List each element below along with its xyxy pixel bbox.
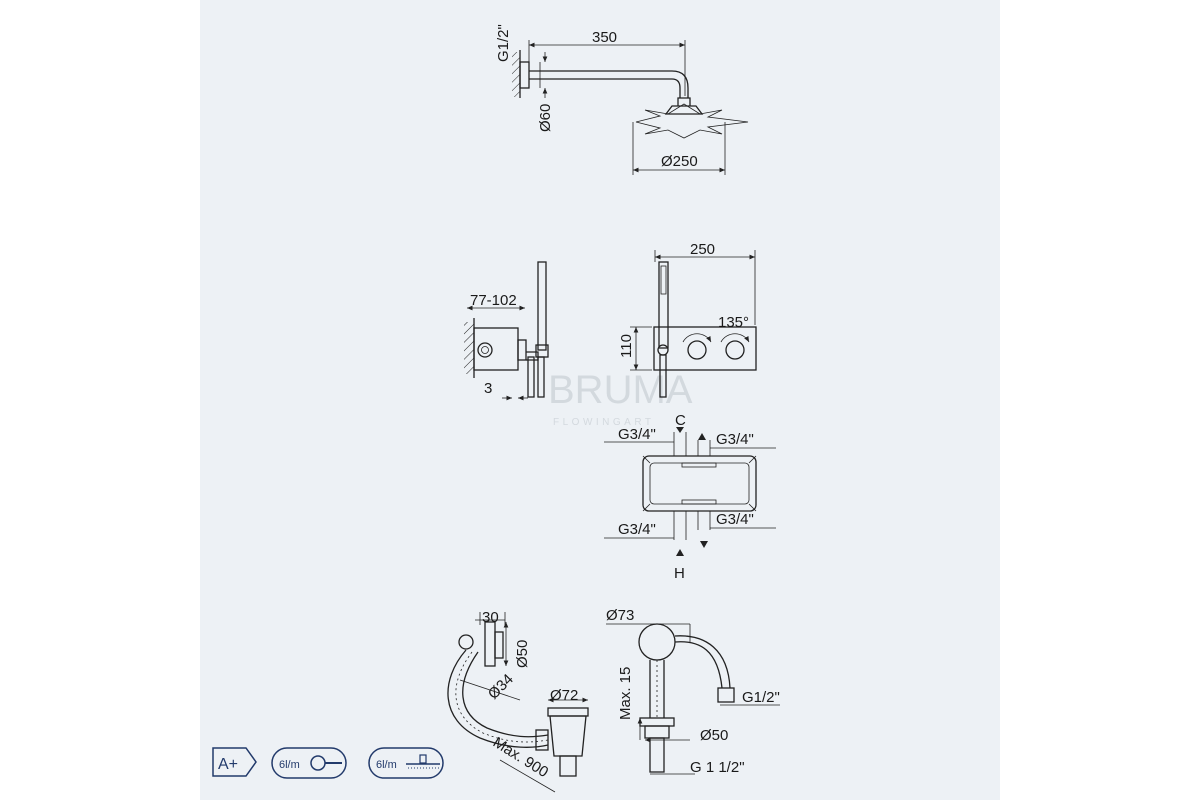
hand-shower-side-drawing [464,261,549,401]
hand-shower-front-drawing [630,250,757,398]
drain-plate-label: Ø50 [514,640,531,668]
drain-waste-label: Ø72 [550,687,578,704]
drain-body-label: Ø73 [606,607,634,624]
arm-flange-label: Ø60 [537,104,554,132]
hot-label: H [674,565,685,582]
head-shower-flow-badge: 6l/m [368,747,444,779]
drain-width-label: 30 [482,609,499,626]
side-offset-label: 3 [484,380,492,397]
watermark-brand: BRUMA [548,368,693,412]
energy-badge-label: A+ [218,756,238,773]
drain-side-drawing [447,612,589,793]
front-angle-label: 135° [718,314,749,331]
drain-plug-label: Ø50 [700,727,728,744]
drain-front-drawing [606,623,780,775]
drawing-panel [200,0,1000,800]
side-depth-label: 77-102 [470,292,517,309]
conn-bottom-right-label: G3/4" [716,511,754,528]
hand-shower-icon [310,755,326,771]
conn-top-left-label: G3/4" [618,426,656,443]
energy-badge: A+ [212,747,257,777]
head-diameter-label: Ø250 [661,153,698,170]
drain-hose-label: Ø34 [485,671,517,703]
conn-bottom-left-label: G3/4" [618,521,656,538]
conn-top-right-label: G3/4" [716,431,754,448]
shower-arm-drawing [512,40,749,175]
hand-shower-flow-badge: 6l/m [271,747,347,779]
drain-inlet-label: G1/2" [742,689,780,706]
arm-length-label: 350 [592,29,617,46]
watermark: BRUMA FLOWINGART [548,368,693,428]
front-width-label: 250 [690,241,715,258]
cold-label: C [675,412,686,429]
arm-thread-label: G1/2" [495,24,512,62]
watermark-tagline: FLOWINGART [553,417,654,428]
front-height-label: 110 [618,334,635,358]
drain-stroke-label: Max. 15 [617,667,634,720]
head-shower-icon [406,754,440,769]
drain-outlet-label: G 1 1/2" [690,759,745,776]
hand-flow-label: 6l/m [279,759,300,771]
valve-plan-drawing [604,427,776,556]
head-flow-label: 6l/m [376,759,397,771]
